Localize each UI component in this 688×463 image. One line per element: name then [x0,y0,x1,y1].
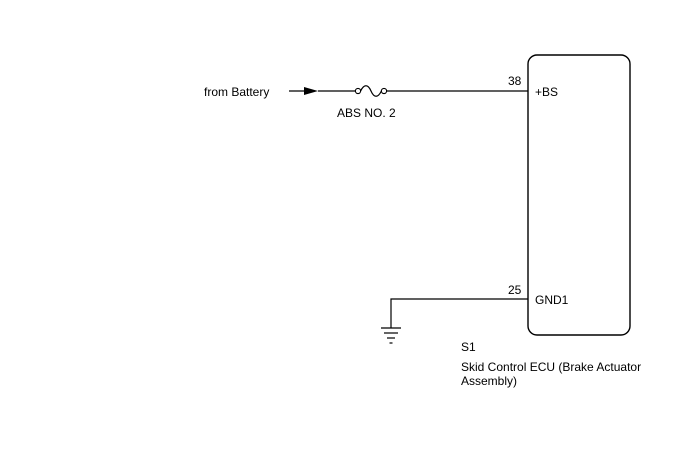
source-arrow-icon [289,87,318,95]
ecu-name-line1: Skid Control ECU (Brake Actuator [461,360,641,374]
ecu-name-line2: Assembly) [461,374,517,388]
pin-name-gnd1: GND1 [535,293,569,307]
source-label: from Battery [204,85,269,99]
ecu-code: S1 [461,340,476,354]
ecu-box [527,54,631,336]
pin-number-25: 25 [508,283,522,297]
ground-icon [381,327,401,344]
fuse-icon [354,85,388,97]
fuse-label: ABS NO. 2 [337,106,396,120]
pin-name-bs: +BS [535,85,558,99]
wire-ecu-to-ground [390,298,528,328]
pin-number-38: 38 [508,74,522,88]
